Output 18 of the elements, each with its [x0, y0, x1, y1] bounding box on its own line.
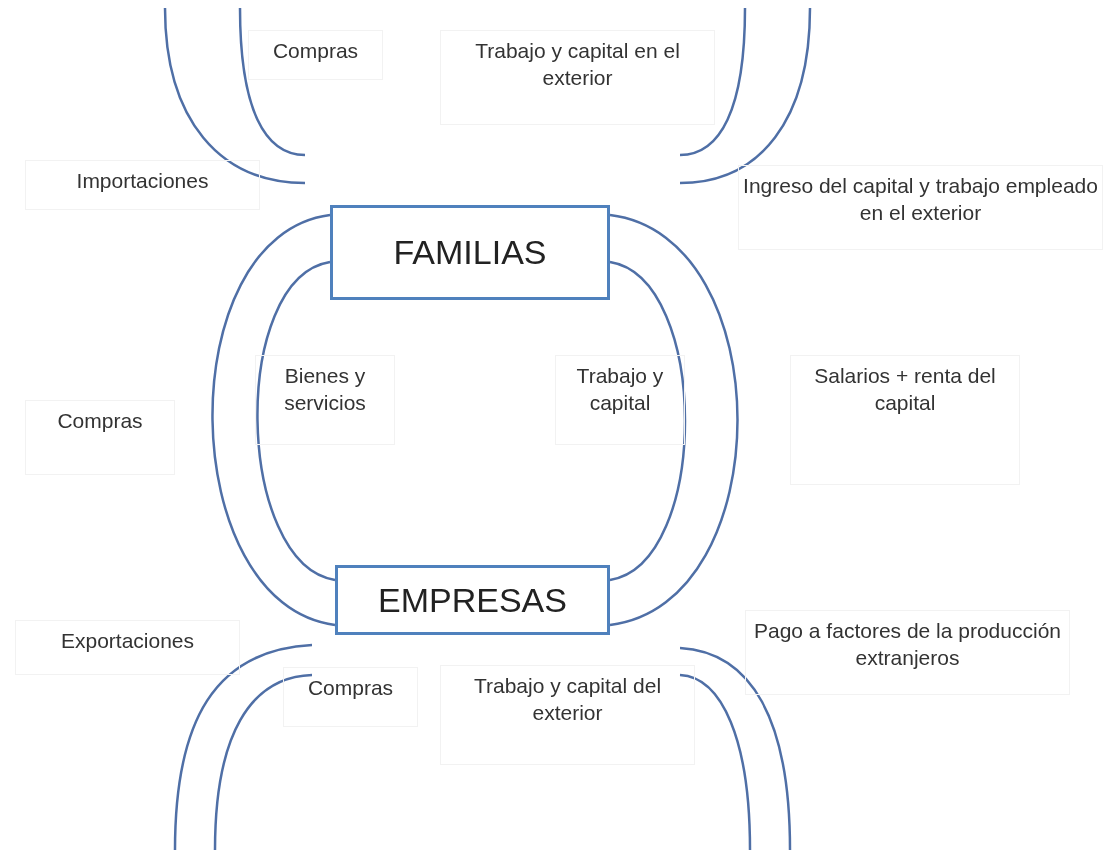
flow-label: Pago a factores de la producción extranjeros: [745, 610, 1070, 695]
flow-label: Bienes y servicios: [255, 355, 395, 445]
flow-label: Trabajo y capital del exterior: [440, 665, 695, 765]
flow-label: Salarios + renta del capital: [790, 355, 1020, 485]
flow-label: Compras: [25, 400, 175, 475]
flow-arc: [609, 260, 687, 582]
flow-label: Trabajo y capital en el exterior: [440, 30, 715, 125]
flow-arc: [609, 213, 739, 627]
flow-label: Compras: [248, 30, 383, 80]
flow-label: Importaciones: [25, 160, 260, 210]
flow-arc: [211, 213, 336, 627]
flow-label: Exportaciones: [15, 620, 240, 675]
flow-label: Compras: [283, 667, 418, 727]
sector-box: FAMILIAS: [330, 205, 610, 300]
sector-box: EMPRESAS: [335, 565, 610, 635]
flow-label: Trabajo y capital: [555, 355, 685, 445]
flow-label: Ingreso del capital y trabajo empleado en el exterior: [738, 165, 1103, 250]
flow-arc: [256, 260, 336, 582]
